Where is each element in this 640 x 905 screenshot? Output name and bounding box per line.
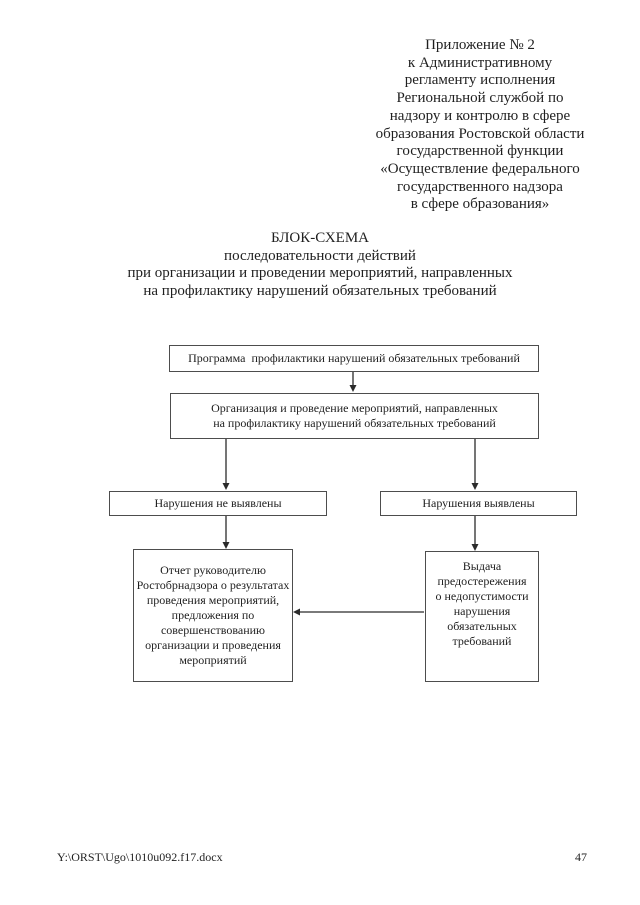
arrow-program-to-organization <box>349 371 357 392</box>
arrow-no-violations-to-report <box>222 516 230 549</box>
flowchart-box-organization: Организация и проведение мероприятий, на… <box>170 393 539 439</box>
arrow-organization-to-violations <box>471 439 479 490</box>
footer-page-number: 47 <box>575 850 587 864</box>
flowchart-box-report: Отчет руководителю Ростобрнадзора о резу… <box>133 549 293 682</box>
flowchart-box-no-violations: Нарушения не выявлены <box>109 491 327 516</box>
arrow-organization-to-no-violations <box>222 439 230 490</box>
flowchart-box-violations-found: Нарушения выявлены <box>380 491 577 516</box>
flowchart-box-program: Программа профилактики нарушений обязате… <box>169 345 539 372</box>
document-title: БЛОК-СХЕМА последовательности действий п… <box>127 230 513 299</box>
appendix-annotation: Приложение № 2 к Административному регла… <box>375 37 585 213</box>
arrow-violations-to-warning <box>471 516 479 551</box>
arrow-warning-to-report <box>293 608 424 616</box>
footer-file-path: Y:\ORST\Ugo\1010u092.f17.docx <box>57 850 223 864</box>
page-footer: Y:\ORST\Ugo\1010u092.f17.docx 47 <box>57 850 587 865</box>
flowchart-box-warning: Выдача предостережения о недопустимости … <box>425 551 539 682</box>
